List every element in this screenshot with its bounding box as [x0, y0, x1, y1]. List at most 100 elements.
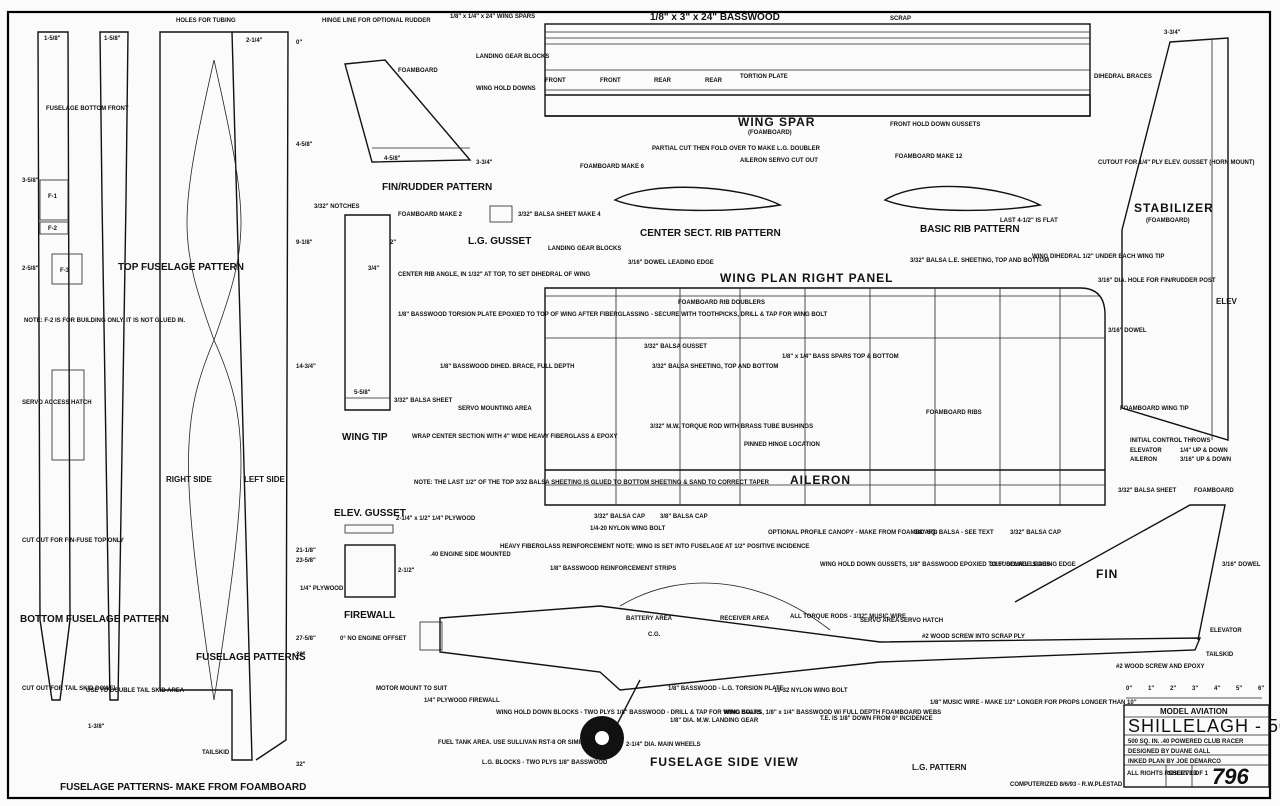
note-f2: NOTE: F-2 IS FOR BUILDING ONLY. IT IS NO… — [24, 318, 185, 324]
scale-tick: 3" — [1192, 686, 1198, 692]
wing-ribs — [545, 288, 1105, 505]
dim: 4-5/8" — [296, 142, 313, 148]
note: NOTE: THE LAST 1/2" OF THE TOP 3/32 BALS… — [414, 480, 770, 486]
note: ELEVATOR — [1210, 628, 1242, 634]
dim: 23-5/8" — [296, 558, 316, 564]
lg-gusset-note: 3/32" BALSA SHEET MAKE 4 — [518, 212, 601, 218]
notches-note: 3/32" NOTCHES — [314, 204, 360, 210]
side-fin-label: FIN — [1096, 567, 1118, 581]
scale-ticks: 0" 1" 2" 3" 4" 5" 6" — [1126, 686, 1264, 692]
dim: 3-3/4" — [1164, 30, 1181, 36]
note: T.E. IS 1/8" DOWN FROM 0° INCIDENCE — [820, 716, 933, 722]
note: FUEL TANK AREA. USE SULLIVAN RST-8 OR SI… — [438, 740, 594, 746]
firewall: FIREWALL 1/4" PLYWOOD 2-1/2" — [300, 544, 415, 621]
note: OPTIONAL PROFILE CANOPY - MAKE FROM FOAM… — [768, 530, 938, 536]
title-block: 0" 1" 2" 3" 4" 5" 6" MODEL AVIATION SHIL… — [1010, 686, 1280, 789]
note: TAILSKID — [1206, 652, 1234, 658]
wheel-hub — [595, 731, 609, 745]
dim: 4-5/8" — [384, 156, 401, 162]
hold-downs-note: WING HOLD DOWNS — [476, 86, 536, 92]
partial-cut-note: PARTIAL CUT THEN FOLD OVER TO MAKE L.G. … — [652, 146, 821, 152]
stabilizer-subtitle: (FOAMBOARD) — [1146, 218, 1190, 224]
note: NOTE: WING IS SET INTO FUSELAGE AT 1/2" … — [616, 544, 809, 550]
lg-gusset-shape — [489, 205, 513, 223]
aileron-label: AILERON — [790, 473, 851, 487]
fin-rudder-title: FIN/RUDDER PATTERN — [382, 182, 492, 193]
hinge-note: HINGE LINE FOR OPTIONAL RUDDER — [322, 18, 431, 24]
label-fuselage-footer: FUSELAGE PATTERNS- MAKE FROM FOAMBOARD — [60, 782, 306, 793]
make2-note: FOAMBOARD MAKE 2 — [398, 212, 463, 218]
throw-value: 3/16" UP & DOWN — [1180, 457, 1231, 463]
side-curve-b — [186, 59, 242, 701]
elev-gusset-title: ELEV. GUSSET — [334, 508, 406, 519]
note: WING HOLD DOWN GUSSETS, 1/8" BASSWOOD EP… — [820, 562, 1050, 568]
dim: 2-5/8" — [22, 266, 39, 272]
computerized-note: COMPUTERIZED 8/6/93 - R.W.PLESTAD — [1010, 782, 1123, 788]
firewall-shape — [344, 544, 396, 598]
scale-tick: 2" — [1170, 686, 1176, 692]
note: CENTER RIB ANGLE, IN 1/32" AT TOP, TO SE… — [398, 272, 591, 278]
note: BATTERY AREA — [626, 616, 673, 622]
former-f2 — [39, 221, 69, 235]
dim: 1-5/8" — [104, 36, 121, 42]
right-side-outline — [159, 31, 253, 761]
wing-spar-title: WING SPAR — [738, 115, 815, 129]
note: 3/32" BALSA SHEET — [1118, 488, 1177, 494]
label-right-side: RIGHT SIDE — [166, 475, 212, 484]
note: LANDING GEAR BLOCKS — [548, 246, 621, 252]
foamboard-tip-note: FOAMBOARD WING TIP — [1120, 406, 1189, 412]
note: 10-32 NYLON WING BOLT — [774, 688, 848, 694]
note: 3/16" DOWEL — [1222, 562, 1261, 568]
note: 3/32" BALSA CAP — [594, 514, 645, 520]
dim: 5-5/8" — [354, 390, 371, 396]
note: 3/32" BALSA SHEETING, TOP AND BOTTOM — [652, 364, 778, 370]
part-front: FRONT — [600, 78, 621, 84]
scale-tick: 1" — [1148, 686, 1154, 692]
part-tortion: TORTION PLATE — [740, 74, 788, 80]
label-f1: F-1 — [48, 194, 58, 200]
elev-label: ELEV — [1216, 297, 1238, 306]
stabilizer-title: STABILIZER — [1134, 201, 1214, 215]
spar-bottom — [545, 94, 1091, 117]
lg-blocks-note: LANDING GEAR BLOCKS — [476, 54, 549, 60]
dim: 1-3/8" — [88, 724, 105, 730]
fin-rudder-pattern: FIN/RUDDER PATTERN HINGE LINE FOR OPTION… — [322, 18, 493, 193]
gussets-note: FRONT HOLD DOWN GUSSETS — [890, 122, 980, 128]
note: SERVO HATCH — [900, 618, 943, 624]
label-tailskid: TAILSKID — [202, 750, 230, 756]
note: SERVO AREA — [860, 618, 900, 624]
note: 1/8" BASSWOOD TORSION PLATE EPOXIED TO T… — [398, 312, 828, 318]
note: 3/32" BALSA CAP — [1010, 530, 1061, 536]
former-f1 — [39, 179, 69, 221]
note: FOAMBOARD RIBS — [926, 410, 982, 416]
dim: 2-1/2" — [398, 568, 415, 574]
top-fuselage-outline — [99, 31, 129, 701]
note: MOTOR MOUNT TO SUIT — [376, 686, 447, 692]
elev-gusset-note: 2-1/4" x 1/2" 1/4" PLYWOOD — [396, 516, 476, 522]
note: HEAVY FIBERGLASS REINFORCEMENT — [500, 544, 615, 550]
note: #2 WOOD SCREW AND EPOXY — [1116, 664, 1204, 670]
basic-rib-title: BASIC RIB PATTERN — [920, 224, 1020, 235]
label-bottom-pattern: BOTTOM FUSELAGE PATTERN — [20, 614, 169, 625]
fuselage-patterns: FUSELAGE BOTTOM FRONT TOP FUSELAGE PATTE… — [20, 18, 316, 793]
wing-plan: WING PLAN RIGHT PANEL AILERON LANDING GE… — [398, 246, 1234, 536]
note: 3/8" BALSA CAP — [660, 514, 708, 520]
servo-cut-note: AILERON SERVO CUT OUT — [740, 158, 818, 164]
label-fuselage-patterns: FUSELAGE PATTERNS — [196, 652, 306, 663]
engine-outline — [419, 621, 443, 651]
note: RECEIVER AREA — [720, 616, 770, 622]
note: 1/8" DIA. M.W. LANDING GEAR — [670, 718, 759, 724]
scale-tick: 0" — [1126, 686, 1132, 692]
stabilizer-outline — [1121, 37, 1229, 441]
left-side-outline — [232, 31, 289, 761]
note: #2 WOOD SCREW INTO SCRAP PLY — [922, 634, 1025, 640]
note: 3/32" M.W. TORQUE ROD WITH BRASS TUBE BU… — [650, 424, 813, 430]
canopy-outline — [619, 582, 831, 631]
throw-surface: ELEVATOR — [1130, 448, 1162, 454]
dim: 9-1/8" — [296, 240, 313, 246]
dim: 27-5/8" — [296, 636, 316, 642]
note: ALL TORQUE RODS - 3/32" MUSIC WIRE — [790, 614, 906, 620]
bottom-fuselage-outline — [37, 31, 71, 701]
